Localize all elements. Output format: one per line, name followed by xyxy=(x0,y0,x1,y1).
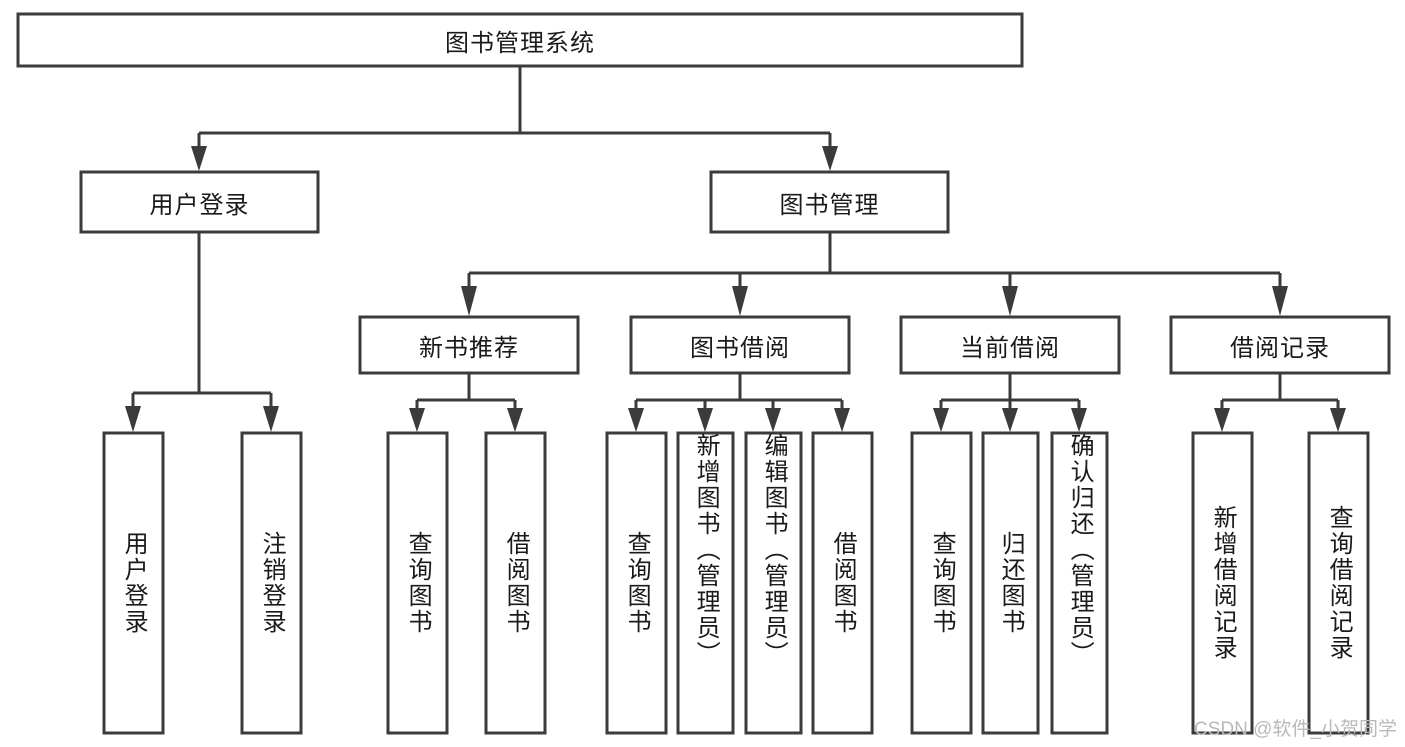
arrow-root-to-user-login xyxy=(191,146,207,171)
arrow-to-borrow-record xyxy=(1272,286,1288,316)
node-box-leaf-borrow-book-2[interactable] xyxy=(811,431,874,735)
node-box-user-login[interactable] xyxy=(79,170,320,234)
node-box-leaf-query-record[interactable] xyxy=(1307,431,1370,735)
arrow-root-to-book-manage xyxy=(822,146,838,171)
node-box-leaf-query-book-3[interactable] xyxy=(910,431,973,735)
arrow-to-leaf-query-book-2 xyxy=(628,408,644,432)
connector-group-new-book-recommend xyxy=(409,373,523,432)
node-box-leaf-confirm-return[interactable] xyxy=(1050,431,1109,735)
arrow-to-leaf-query-record xyxy=(1330,408,1346,432)
connector-group-book-manage xyxy=(461,232,1288,316)
connector-group-current-borrow xyxy=(933,373,1087,432)
arrow-to-leaf-borrow-book-2 xyxy=(834,408,850,432)
arrow-to-leaf-edit-book xyxy=(765,408,781,432)
arrow-to-leaf-add-book xyxy=(697,408,713,432)
connector-group-book-borrow xyxy=(628,373,850,432)
arrow-to-leaf-user-login xyxy=(125,406,141,432)
node-box-leaf-return-book[interactable] xyxy=(981,431,1040,735)
node-box-leaf-logout-login[interactable] xyxy=(240,431,303,735)
arrow-to-leaf-confirm-return xyxy=(1071,408,1087,432)
node-box-book-borrow[interactable] xyxy=(629,315,851,375)
node-box-leaf-user-login[interactable] xyxy=(102,431,165,735)
arrow-to-leaf-query-book-3 xyxy=(933,408,949,432)
node-box-borrow-record[interactable] xyxy=(1169,315,1391,375)
arrow-to-new-book-recommend xyxy=(461,286,477,316)
node-box-leaf-query-book-1[interactable] xyxy=(386,431,449,735)
arrow-to-current-borrow xyxy=(1002,286,1018,316)
arrow-to-leaf-query-book-1 xyxy=(409,408,425,432)
arrow-to-leaf-borrow-book-1 xyxy=(507,408,523,432)
node-box-root[interactable] xyxy=(16,12,1024,68)
connector-group-borrow-record xyxy=(1214,373,1346,432)
node-box-leaf-edit-book[interactable] xyxy=(744,431,803,735)
node-box-leaf-add-book[interactable] xyxy=(676,431,735,735)
node-box-leaf-query-book-2[interactable] xyxy=(605,431,668,735)
node-box-current-borrow[interactable] xyxy=(899,315,1121,375)
arrow-to-book-borrow xyxy=(732,286,748,316)
node-box-book-manage[interactable] xyxy=(709,170,950,234)
arrow-to-leaf-return-book xyxy=(1002,408,1018,432)
node-box-leaf-add-record[interactable] xyxy=(1191,431,1254,735)
arrow-to-leaf-logout-login xyxy=(263,406,279,432)
node-box-new-book-recommend[interactable] xyxy=(358,315,580,375)
connector-group-root xyxy=(191,66,838,171)
node-box-leaf-borrow-book-1[interactable] xyxy=(484,431,547,735)
arrow-to-leaf-add-record xyxy=(1214,408,1230,432)
connector-group-user-login xyxy=(125,232,279,432)
